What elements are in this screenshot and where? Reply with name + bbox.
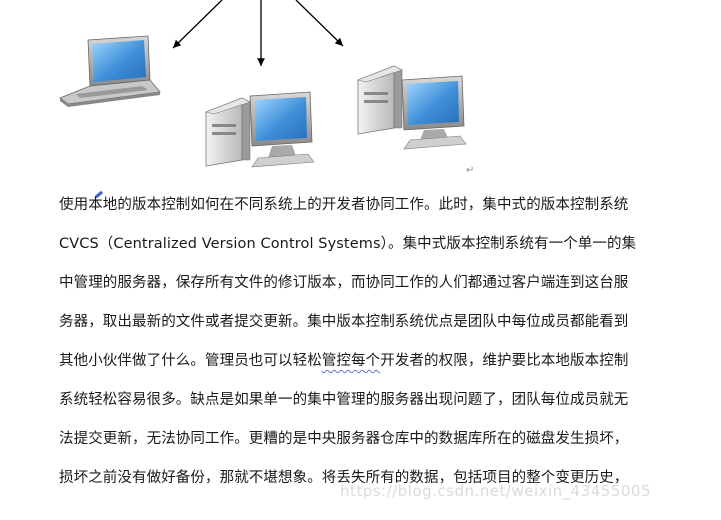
paragraph-line: 使用本地的版本控制如何在不同系统上的开发者协同工作。此时，集中式的版本控制系统 (59, 197, 629, 213)
paragraph-line: 系统轻松容易很多。缺点是如果单一的集中管理的服务器出现问题了，团队每位成员就无 (59, 392, 629, 408)
paragraph-line: 中管理的服务器，保存所有文件的修订版本，而协同工作的人们都通过客户端连到这台服 (59, 275, 629, 291)
connection-arrows (172, 0, 344, 66)
paragraph-return-mark: ↵ (466, 165, 475, 176)
client-computers-diagram (59, 0, 467, 168)
line-segment: 其他小伙伴做了什么。管理员也可以轻松 (59, 353, 322, 369)
watermark-text: https://blog.csdn.net/weixin_43455005 (340, 482, 652, 500)
document-paragraph: 使用本地的版本控制如何在不同系统上的开发者协同工作。此时，集中式的版本控制系统 … (59, 190, 699, 502)
paragraph-line: 法提交更新，无法协同工作。更糟的是中央服务器仓库中的数据库所在的磁盘发生损坏， (59, 431, 629, 447)
laptop-icon (59, 35, 161, 107)
desktop-computer-icon (205, 91, 315, 168)
paragraph-line: 损坏之前没有做好备份，那就不堪想象。将丢失所有的数据，包括项目的整个变更历史， (59, 470, 629, 486)
line-segment: 开发者的权限，维护要比本地版本控制 (380, 353, 629, 369)
spellcheck-underlined-text: 管控每个 (321, 353, 381, 369)
paragraph-line: CVCS（Centralized Version Control Systems… (59, 236, 637, 252)
paragraph-line: 务器，取出最新的文件或者提交更新。集中版本控制系统优点是团队中每位成员都能看到 (59, 314, 629, 330)
desktop-computer-icon (357, 65, 467, 150)
paragraph-line-with-spellcheck: 其他小伙伴做了什么。管理员也可以轻松管控每个开发者的权限，维护要比本地版本控制 (59, 346, 699, 385)
